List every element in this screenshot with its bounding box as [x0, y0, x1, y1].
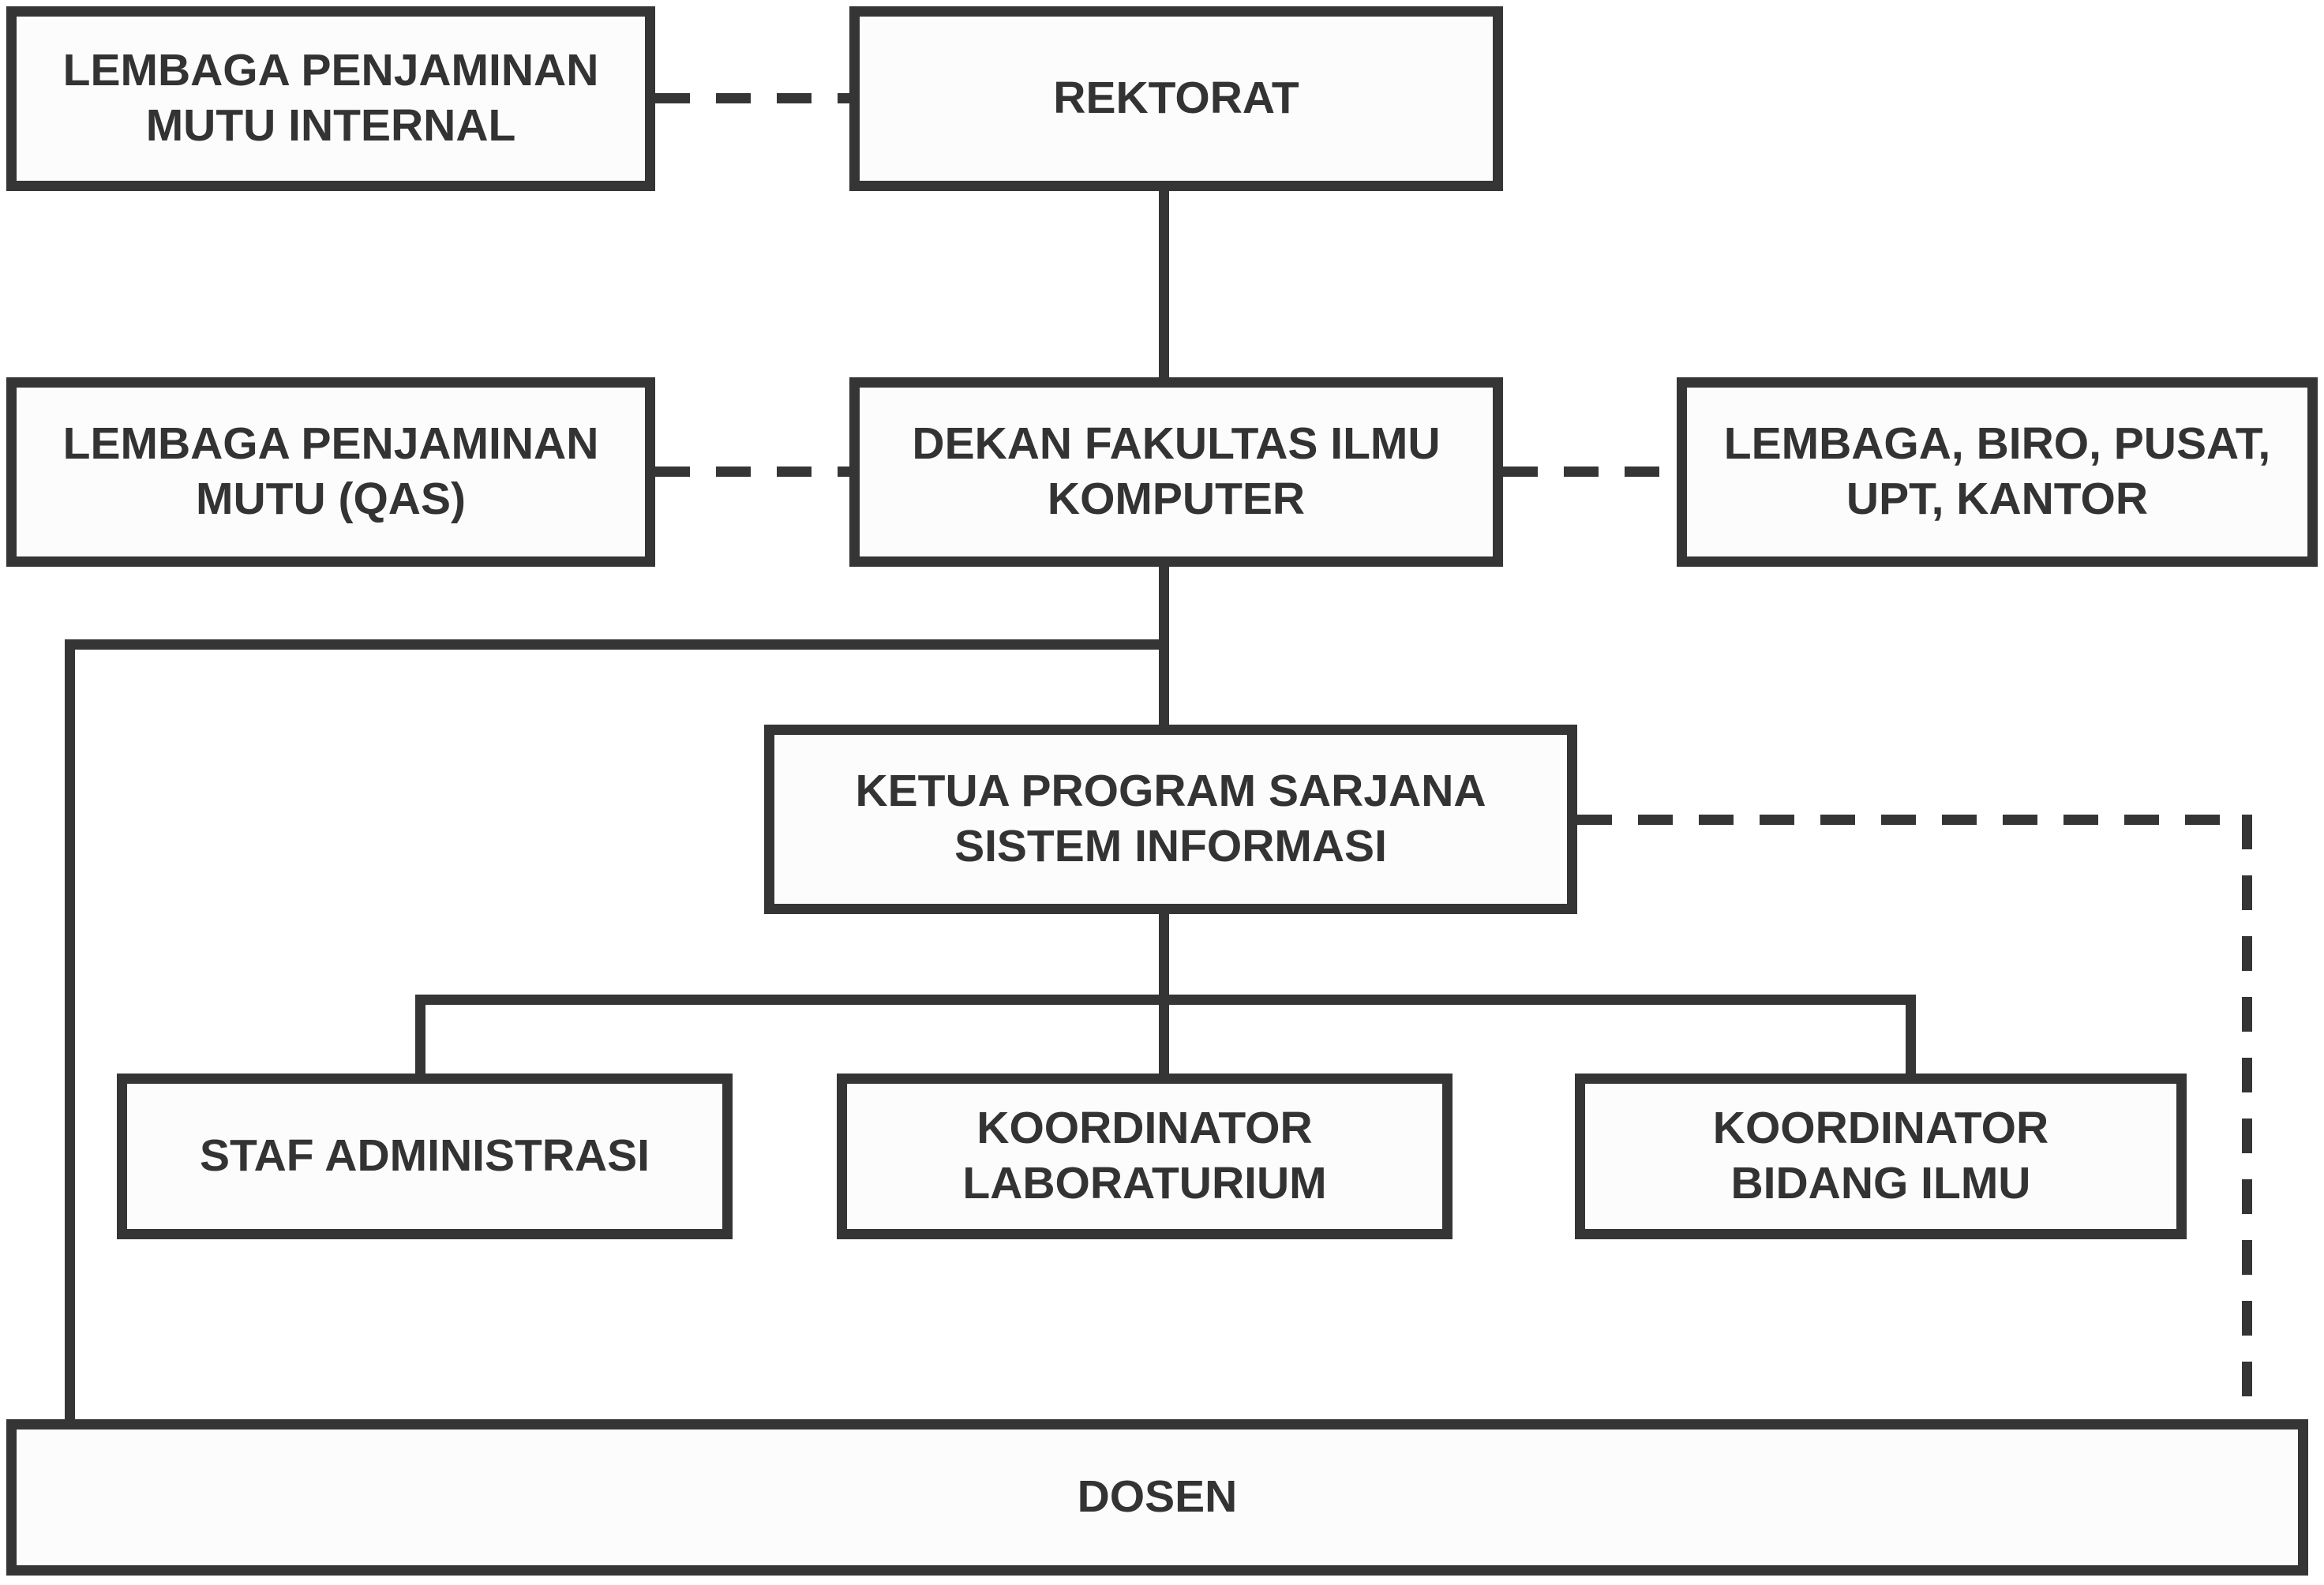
node-lembaga-biro-pusat-upt-kantor: LEMBAGA, BIRO, PUSAT, UPT, KANTOR: [1677, 377, 2318, 567]
dashed-connector-dekan-lembaga-biro: [1503, 467, 1677, 477]
node-label-lpm-qas: LEMBAGA PENJAMINAN MUTU (QAS): [62, 418, 599, 524]
connector-ketua-trunk: [1159, 914, 1169, 995]
dashed-connector-ketua-dosen-vertical: [2242, 815, 2252, 1419]
node-staf-administrasi: STAF ADMINISTRASI: [117, 1074, 733, 1239]
node-label-dekan: DEKAN FAKULTAS ILMU KOMPUTER: [912, 418, 1441, 524]
node-lembaga-penjaminan-mutu-internal: LEMBAGA PENJAMINAN MUTU INTERNAL: [6, 6, 655, 191]
connector-drop-staf: [415, 995, 425, 1074]
connector-drop-koordinator-laboraturium: [1159, 995, 1169, 1074]
dashed-connector-ketua-dosen-horizontal: [1577, 815, 2252, 825]
node-koordinator-laboraturium: KOORDINATOR LABORATURIUM: [837, 1074, 1452, 1239]
connector-dekan-dosen-vertical: [65, 639, 75, 1419]
node-label-koord-lab: KOORDINATOR LABORATURIUM: [962, 1103, 1327, 1208]
connector-rektorat-dekan: [1159, 191, 1169, 377]
node-lembaga-penjaminan-mutu-qas: LEMBAGA PENJAMINAN MUTU (QAS): [6, 377, 655, 567]
connector-drop-koordinator-bidang-ilmu: [1906, 995, 1916, 1074]
node-label-staf: STAF ADMINISTRASI: [200, 1130, 650, 1182]
connector-dekan-dosen-horizontal: [65, 639, 1169, 650]
node-rektorat: REKTORAT: [849, 6, 1503, 191]
node-label-ketua: KETUA PROGRAM SARJANA SISTEM INFORMASI: [855, 766, 1486, 871]
dashed-connector-lpm-qas-dekan: [655, 467, 849, 477]
node-dosen: DOSEN: [6, 1419, 2308, 1576]
node-label-rektorat: REKTORAT: [1053, 73, 1299, 124]
dashed-connector-lpmi-rektorat: [655, 93, 849, 103]
node-ketua-program-sarjana-sistem-informasi: KETUA PROGRAM SARJANA SISTEM INFORMASI: [764, 725, 1577, 914]
node-label-lpmi: LEMBAGA PENJAMINAN MUTU INTERNAL: [62, 45, 599, 151]
node-dekan-fakultas-ilmu-komputer: DEKAN FAKULTAS ILMU KOMPUTER: [849, 377, 1503, 567]
node-label-koord-bidang: KOORDINATOR BIDANG ILMU: [1712, 1103, 2049, 1208]
node-koordinator-bidang-ilmu: KOORDINATOR BIDANG ILMU: [1575, 1074, 2187, 1239]
node-label-lembaga-biro: LEMBAGA, BIRO, PUSAT, UPT, KANTOR: [1723, 418, 2271, 524]
node-label-dosen: DOSEN: [1077, 1471, 1238, 1523]
